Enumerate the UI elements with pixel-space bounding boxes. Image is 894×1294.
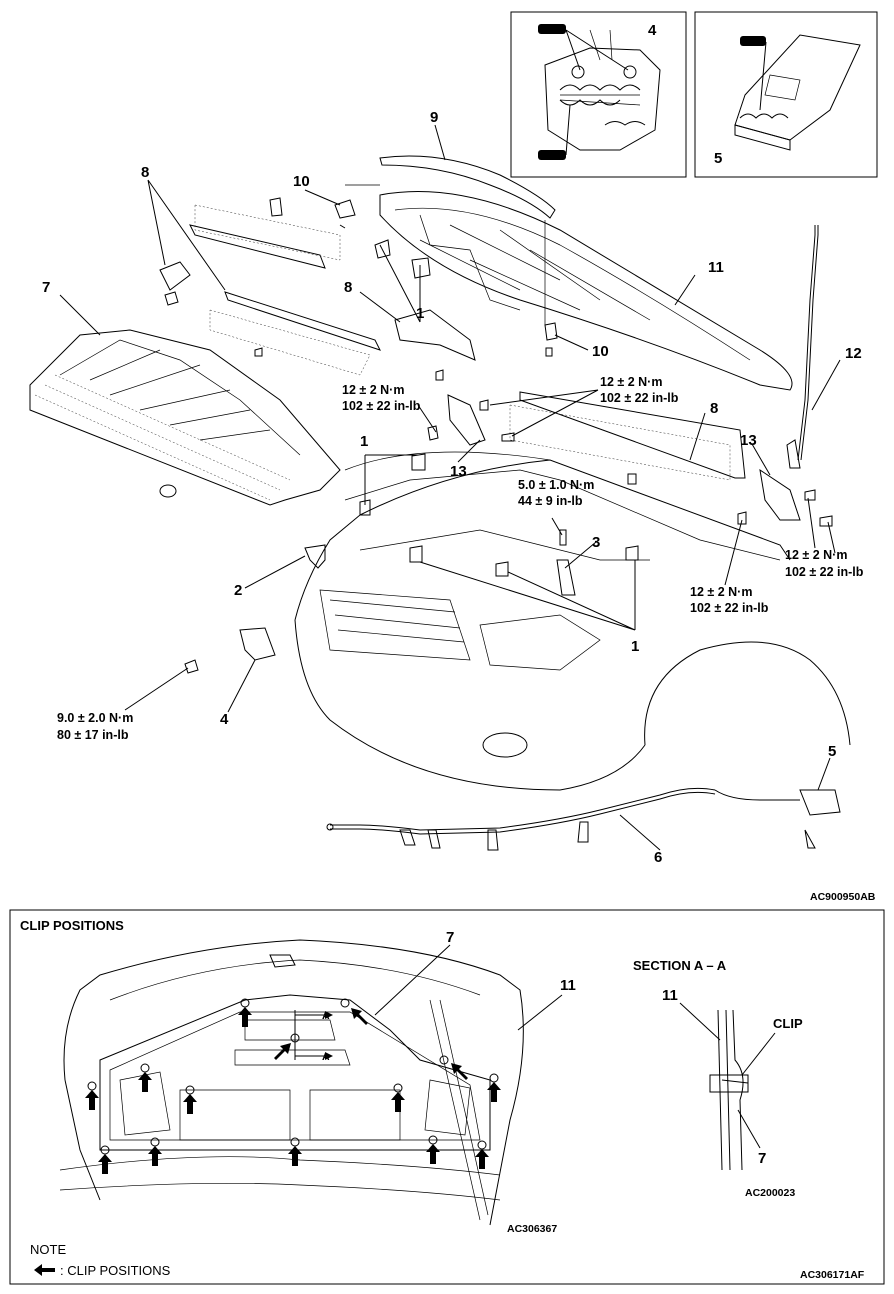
clip-callout-7: 7 (446, 929, 454, 946)
latch-inset-drawing (538, 24, 661, 160)
clip-leader-11 (517, 994, 563, 1031)
callout-11: 11 (708, 259, 724, 276)
release-cable (326, 787, 841, 851)
callout-13-right: 13 (740, 432, 757, 449)
note-arrow-icon (34, 1264, 55, 1276)
callout-1-left: 1 (360, 433, 368, 450)
release-inset-drawing (734, 34, 861, 151)
seal-strip-cowl (509, 391, 746, 481)
clip-positions-frame (9, 909, 885, 1285)
callout-4-lower: 4 (220, 711, 229, 728)
section-code: AC200023 (745, 1187, 795, 1199)
section-marker-a-upper: A (322, 1010, 330, 1022)
small-fasteners (164, 197, 833, 674)
clip-box-code: AC306171AF (800, 1269, 865, 1281)
section-leader-clip (741, 1032, 776, 1076)
hood-underside-drawing (59, 939, 524, 1226)
callout-10-lower: 10 (592, 343, 609, 360)
section-label-7: 7 (758, 1150, 766, 1167)
car-front-body (294, 451, 851, 791)
callout-1-upper: 1 (416, 305, 424, 322)
callout-3: 3 (592, 534, 600, 551)
callout-13-left: 13 (450, 463, 467, 480)
support-rod (786, 225, 819, 469)
hood-weatherstrip-9 (379, 155, 556, 219)
hood-panel (379, 191, 793, 391)
torque-6-nm: 9.0 ± 2.0 N·m (57, 711, 133, 725)
clip-position-arrows (85, 1007, 501, 1174)
section-a-a-drawing (709, 1009, 749, 1171)
hood-underside-code: AC306367 (507, 1223, 557, 1235)
callout-7: 7 (42, 279, 50, 296)
seal-strips-upper (159, 204, 476, 376)
callout-1-lower: 1 (631, 638, 639, 655)
torque-6-inlb: 80 ± 17 in-lb (57, 728, 129, 742)
torque-3-nm: 5.0 ± 1.0 N·m (518, 478, 594, 492)
callout-8-upper: 8 (141, 164, 149, 181)
callout-4-inset: 4 (648, 22, 657, 39)
callout-8-right: 8 (710, 400, 718, 417)
section-leader-11 (679, 1002, 721, 1041)
section-leader-7 (737, 1109, 761, 1149)
torque-5-nm: 12 ± 2 N·m (690, 585, 752, 599)
leader-lines (59, 124, 841, 851)
section-label-clip: CLIP (773, 1016, 803, 1031)
torque-4-inlb: 102 ± 22 in-lb (785, 565, 864, 579)
callout-10-upper: 10 (293, 173, 310, 190)
note-title: NOTE (30, 1242, 66, 1257)
hood-insulator (29, 329, 341, 506)
callout-6: 6 (654, 849, 662, 866)
callout-8-middle: 8 (344, 279, 352, 296)
section-title: SECTION A – A (633, 958, 727, 973)
main-diagram-code: AC900950AB (810, 891, 876, 903)
torque-2-inlb: 102 ± 22 in-lb (600, 391, 679, 405)
torque-5-inlb: 102 ± 22 in-lb (690, 601, 769, 615)
torque-2-nm: 12 ± 2 N·m (600, 375, 662, 389)
clip-leader-7 (374, 944, 451, 1016)
torque-4-nm: 12 ± 2 N·m (785, 548, 847, 562)
note-text: : CLIP POSITIONS (60, 1263, 171, 1278)
callout-12: 12 (845, 345, 862, 362)
callout-9: 9 (430, 109, 438, 126)
inset-latch-frame (510, 11, 687, 178)
callout-5-lower: 5 (828, 743, 836, 760)
callout-5-inset: 5 (714, 150, 722, 167)
inset-release-frame (694, 11, 878, 178)
section-marker-a-lower: A (322, 1051, 330, 1063)
torque-1-inlb: 102 ± 22 in-lb (342, 399, 421, 413)
callout-2: 2 (234, 582, 242, 599)
clip-positions-title: CLIP POSITIONS (20, 918, 124, 933)
section-label-11: 11 (662, 987, 678, 1004)
clip-callout-11: 11 (560, 977, 576, 994)
torque-1-nm: 12 ± 2 N·m (342, 383, 404, 397)
torque-3-inlb: 44 ± 9 in-lb (518, 494, 583, 508)
